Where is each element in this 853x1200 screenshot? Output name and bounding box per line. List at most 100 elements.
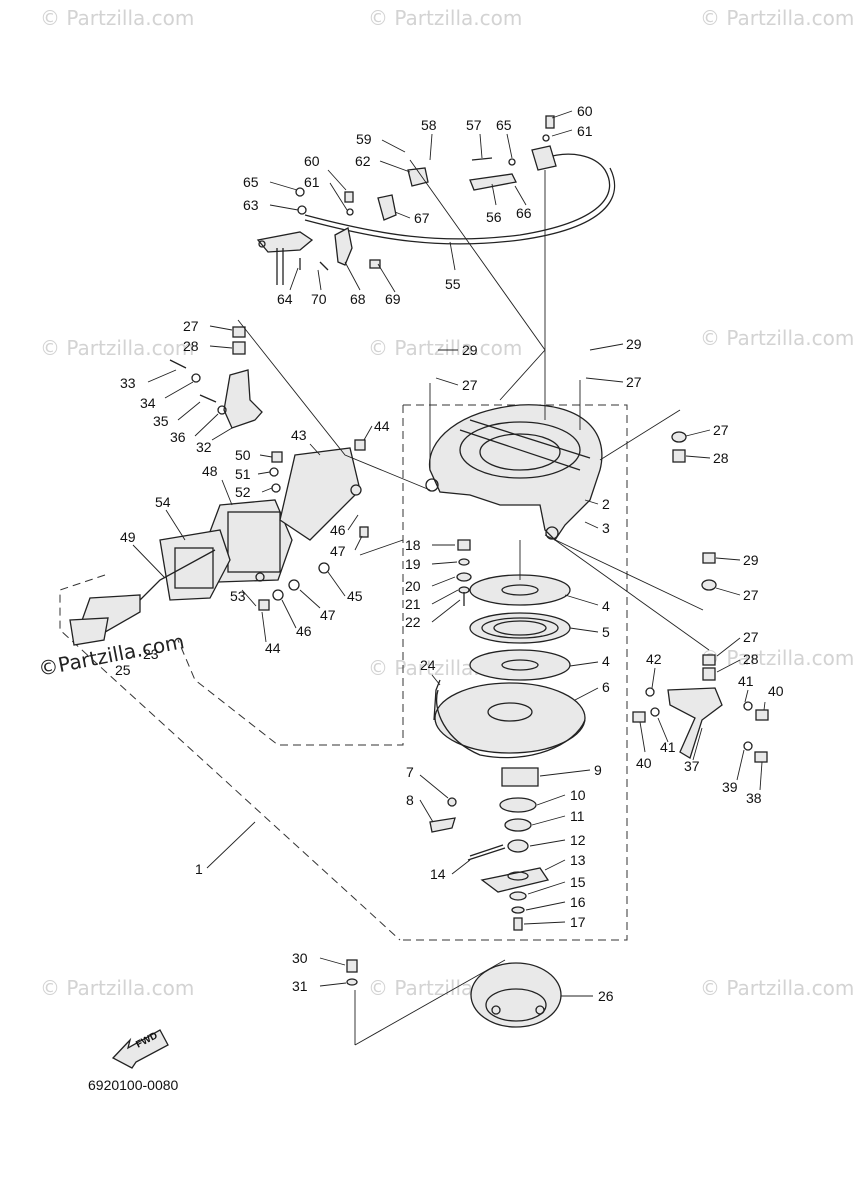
callout-37: 37	[684, 758, 700, 774]
callout-54: 54	[155, 494, 171, 510]
callout-46: 46	[330, 522, 346, 538]
callout-51: 51	[235, 466, 251, 482]
callout-61: 61	[577, 123, 593, 139]
callout-62: 62	[355, 153, 371, 169]
callout-4: 4	[602, 598, 610, 614]
callout-34: 34	[140, 395, 156, 411]
callout-47: 47	[330, 543, 346, 559]
callout-53: 53	[230, 588, 246, 604]
callout-36: 36	[170, 429, 186, 445]
callout-68: 68	[350, 291, 366, 307]
assembly-lines	[237, 159, 710, 1046]
callout-57: 57	[466, 117, 482, 133]
rope-handle-group	[69, 326, 369, 646]
callout-38: 38	[746, 790, 762, 806]
leader-lines	[132, 110, 766, 997]
callout-7: 7	[406, 764, 414, 780]
callout-60: 60	[304, 153, 320, 169]
callout-10: 10	[570, 787, 586, 803]
watermark-prominent: ©Partzilla.com	[36, 629, 186, 681]
callout-21: 21	[405, 596, 421, 612]
callout-66: 66	[516, 205, 532, 221]
callout-15: 15	[570, 874, 586, 890]
spring-stack	[433, 574, 586, 759]
fwd-arrow: FWD	[111, 1029, 169, 1069]
pinion-stack	[429, 539, 550, 931]
callout-24: 24	[420, 657, 436, 673]
watermark: © Partzilla.com	[40, 336, 194, 360]
callout-46: 46	[296, 623, 312, 639]
callout-26: 26	[598, 988, 614, 1004]
callout-16: 16	[570, 894, 586, 910]
callout-23: 23	[143, 646, 159, 662]
callout-31: 31	[292, 978, 308, 994]
callout-59: 59	[356, 131, 372, 147]
callout-50: 50	[235, 447, 251, 463]
callout-28: 28	[183, 338, 199, 354]
callout-61: 61	[304, 174, 320, 190]
callout-27: 27	[462, 377, 478, 393]
callout-55: 55	[445, 276, 461, 292]
callout-13: 13	[570, 852, 586, 868]
callout-labels: 60 61 57 65 58 59 62 60 61 65 6 3 67 56 6…	[115, 103, 784, 1004]
callout-9: 9	[594, 762, 602, 778]
callout-4: 4	[602, 653, 610, 669]
callout-29: 29	[626, 336, 642, 352]
callout-27: 27	[626, 374, 642, 390]
callout-48: 48	[202, 463, 218, 479]
cable-assembly	[256, 115, 616, 285]
callout-12: 12	[570, 832, 586, 848]
callout-28: 28	[713, 450, 729, 466]
callout-19: 19	[405, 556, 421, 572]
watermarks: © Partzilla.com © Partzilla.com © Partzi…	[36, 6, 853, 1000]
callout-1: 1	[195, 861, 203, 877]
callout-41: 41	[738, 673, 754, 689]
starter-cup	[346, 959, 562, 1028]
callout-58: 58	[421, 117, 437, 133]
callout-28: 28	[743, 651, 759, 667]
callout-32: 32	[196, 439, 212, 455]
callout-29: 29	[462, 342, 478, 358]
callout-8: 8	[406, 792, 414, 808]
callout-35: 35	[153, 413, 169, 429]
callout-70: 70	[311, 291, 327, 307]
callout-39: 39	[722, 779, 738, 795]
callout-44: 44	[374, 418, 390, 434]
callout-60: 60	[577, 103, 593, 119]
callout-52: 52	[235, 484, 251, 500]
callout-65: 65	[243, 174, 259, 190]
watermark: © Partzilla.com	[368, 6, 522, 30]
callout-3: 3	[602, 520, 610, 536]
callout-42: 42	[646, 651, 662, 667]
callout-33: 33	[120, 375, 136, 391]
callout-14: 14	[430, 866, 446, 882]
callout-18: 18	[405, 537, 421, 553]
watermark: © Partzilla.com	[40, 6, 194, 30]
callout-65: 65	[496, 117, 512, 133]
watermark: © Partzilla.com	[700, 976, 853, 1000]
callout-56: 56	[486, 209, 502, 225]
lockout-arm	[632, 431, 769, 763]
callout-20: 20	[405, 578, 421, 594]
watermark: © Partzilla.com	[700, 326, 853, 350]
callout-25: 25	[115, 662, 131, 678]
callout-27: 27	[183, 318, 199, 334]
callout-6: 6	[602, 679, 610, 695]
callout-45: 45	[347, 588, 363, 604]
callout-22: 22	[405, 614, 421, 630]
callout-69: 69	[385, 291, 401, 307]
callout-40: 40	[636, 755, 652, 771]
callout-67: 67	[414, 210, 430, 226]
callout-17: 17	[570, 914, 586, 930]
callout-29: 29	[743, 552, 759, 568]
callout-40: 40	[768, 683, 784, 699]
callout-64: 64	[277, 291, 293, 307]
callout-43: 43	[291, 427, 307, 443]
callout-41: 41	[660, 739, 676, 755]
callout-2: 2	[602, 496, 610, 512]
callout-30: 30	[292, 950, 308, 966]
callout-27: 27	[743, 629, 759, 645]
callout-27: 27	[713, 422, 729, 438]
callout-47: 47	[320, 607, 336, 623]
